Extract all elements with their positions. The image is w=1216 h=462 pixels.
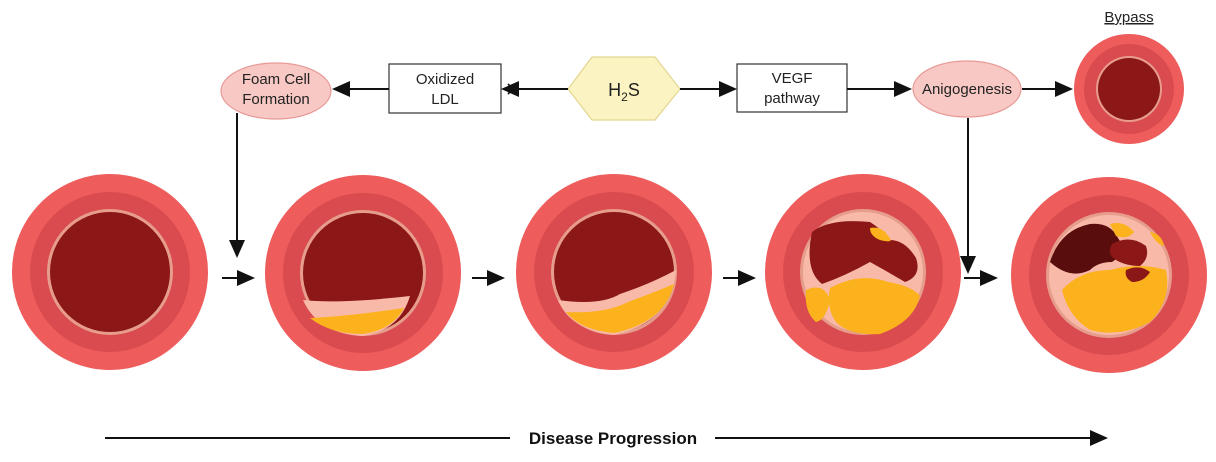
artery-advanced-plaque <box>765 174 961 370</box>
artery-severe-plaque <box>1011 177 1207 373</box>
angiogenesis-label: Anigogenesis <box>922 81 1012 98</box>
bypass-label: Bypass <box>1104 9 1153 26</box>
foam-cell-label-line2: Formation <box>242 91 310 108</box>
disease-progression-label: Disease Progression <box>529 429 697 448</box>
vegf-pathway-node: VEGF pathway <box>736 63 848 113</box>
inhibition-x-icon <box>507 83 519 95</box>
artery-growing-plaque <box>516 174 712 370</box>
h2s-node: H2S <box>567 56 681 121</box>
vegf-label-line2: pathway <box>764 90 820 107</box>
vegf-label-line1: VEGF <box>772 70 813 87</box>
bypass-node: Bypass <box>1074 9 1184 144</box>
foam-cell-label-line1: Foam Cell <box>242 71 310 88</box>
h2s-label: H2S <box>608 80 640 104</box>
artery-healthy <box>12 174 208 370</box>
oxidized-ldl-node: Oxidized LDL <box>388 63 502 114</box>
oxidized-ldl-label-line1: Oxidized <box>416 71 474 88</box>
disease-progression-axis: Disease Progression <box>105 429 1108 448</box>
oxidized-ldl-label-line2: LDL <box>431 91 459 108</box>
foam-cell-node: Foam Cell Formation <box>220 62 332 120</box>
angiogenesis-node: Anigogenesis <box>912 60 1022 118</box>
artery-early-plaque <box>265 175 461 371</box>
